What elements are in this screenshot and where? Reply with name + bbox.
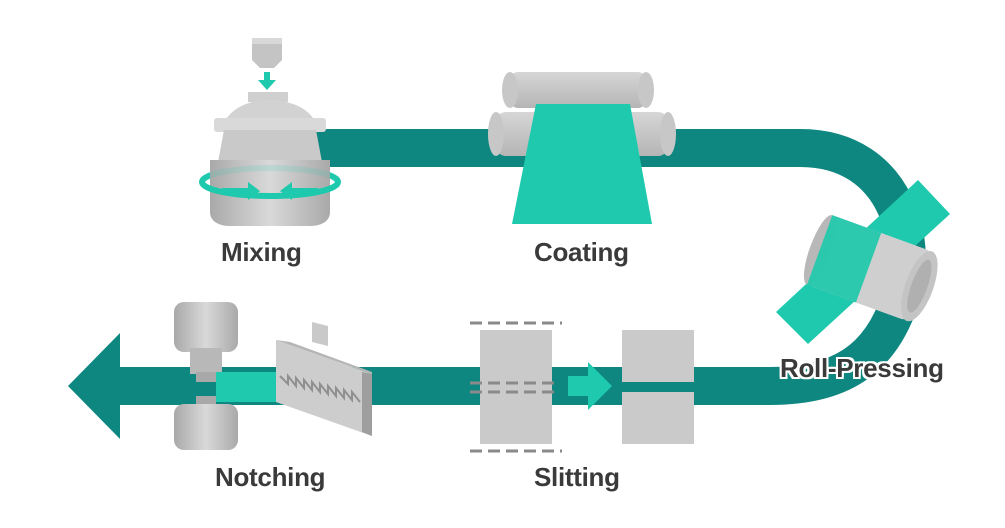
coating-sheet: [512, 104, 652, 224]
slitting-machine: [470, 321, 694, 453]
step-label-notching: Notching: [215, 462, 326, 492]
rotation-arrows-icon: [222, 182, 318, 200]
slitting-arrow-icon: [588, 362, 612, 410]
step-label-coating: Coating: [534, 237, 629, 267]
step-label-roll-pressing: Roll-Pressing: [780, 353, 944, 383]
coating-machine: [488, 72, 676, 224]
mixing-machine: [199, 38, 341, 226]
step-label-slitting: Slitting: [534, 462, 620, 492]
flow-direction-arrow: [68, 333, 120, 439]
roll-pressing-machine: [776, 180, 950, 344]
step-label-mixing: Mixing: [221, 237, 302, 267]
notching-machine: [174, 302, 372, 450]
